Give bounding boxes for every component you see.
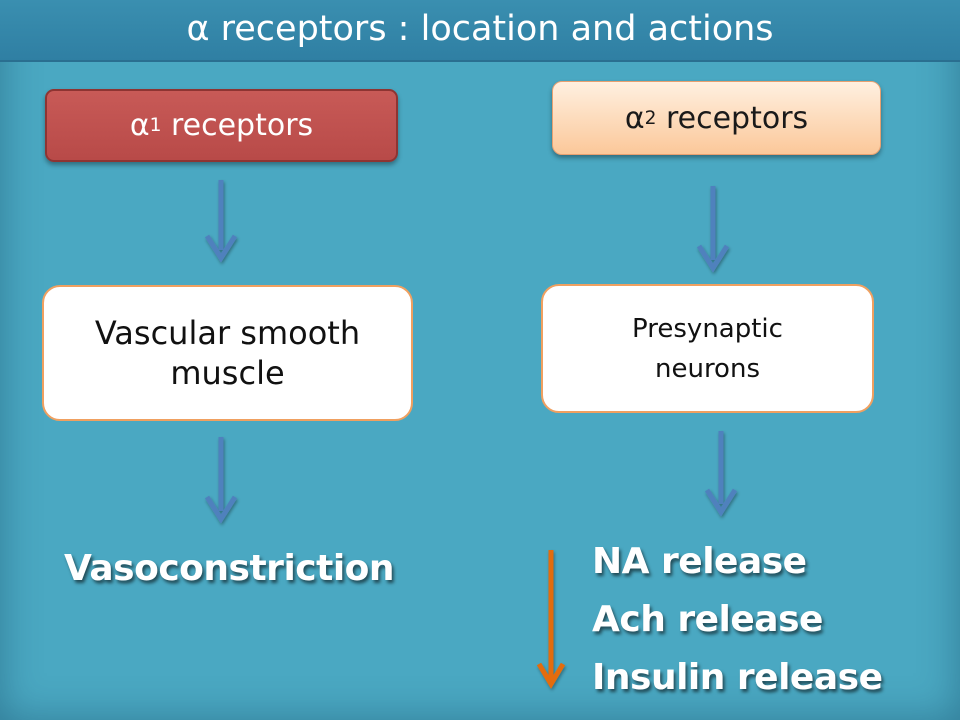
alpha1-symbol: α <box>129 108 150 143</box>
alpha1-label-text: receptors <box>161 108 314 143</box>
alpha1-location-text: Vascular smooth muscle <box>94 314 361 392</box>
alpha2-subscript: 2 <box>644 107 657 129</box>
alpha2-location-text: Presynaptic neurons <box>632 313 783 384</box>
title-bar <box>0 0 960 62</box>
alpha2-symbol: α <box>624 100 645 136</box>
arrow-location-to-release <box>704 431 738 517</box>
arrow-location-to-vasoconstriction <box>204 437 238 524</box>
ach-release-text: Ach release <box>592 599 823 640</box>
na-release-text: NA release <box>592 541 807 582</box>
arrow-alpha2-to-location <box>696 186 730 273</box>
vascular-smooth-muscle-box: Vascular smooth muscle <box>42 285 413 421</box>
vasoconstriction-text: Vasoconstriction <box>64 548 395 589</box>
slide-title: α receptors : location and actions <box>186 9 774 49</box>
alpha2-label-text: receptors <box>656 100 809 136</box>
presynaptic-neurons-box: Presynaptic neurons <box>541 284 874 413</box>
insulin-release-text: Insulin release <box>592 657 883 698</box>
arrow-alpha1-to-location <box>204 180 238 263</box>
alpha1-subscript: 1 <box>149 115 162 136</box>
decrease-arrow <box>536 550 566 689</box>
